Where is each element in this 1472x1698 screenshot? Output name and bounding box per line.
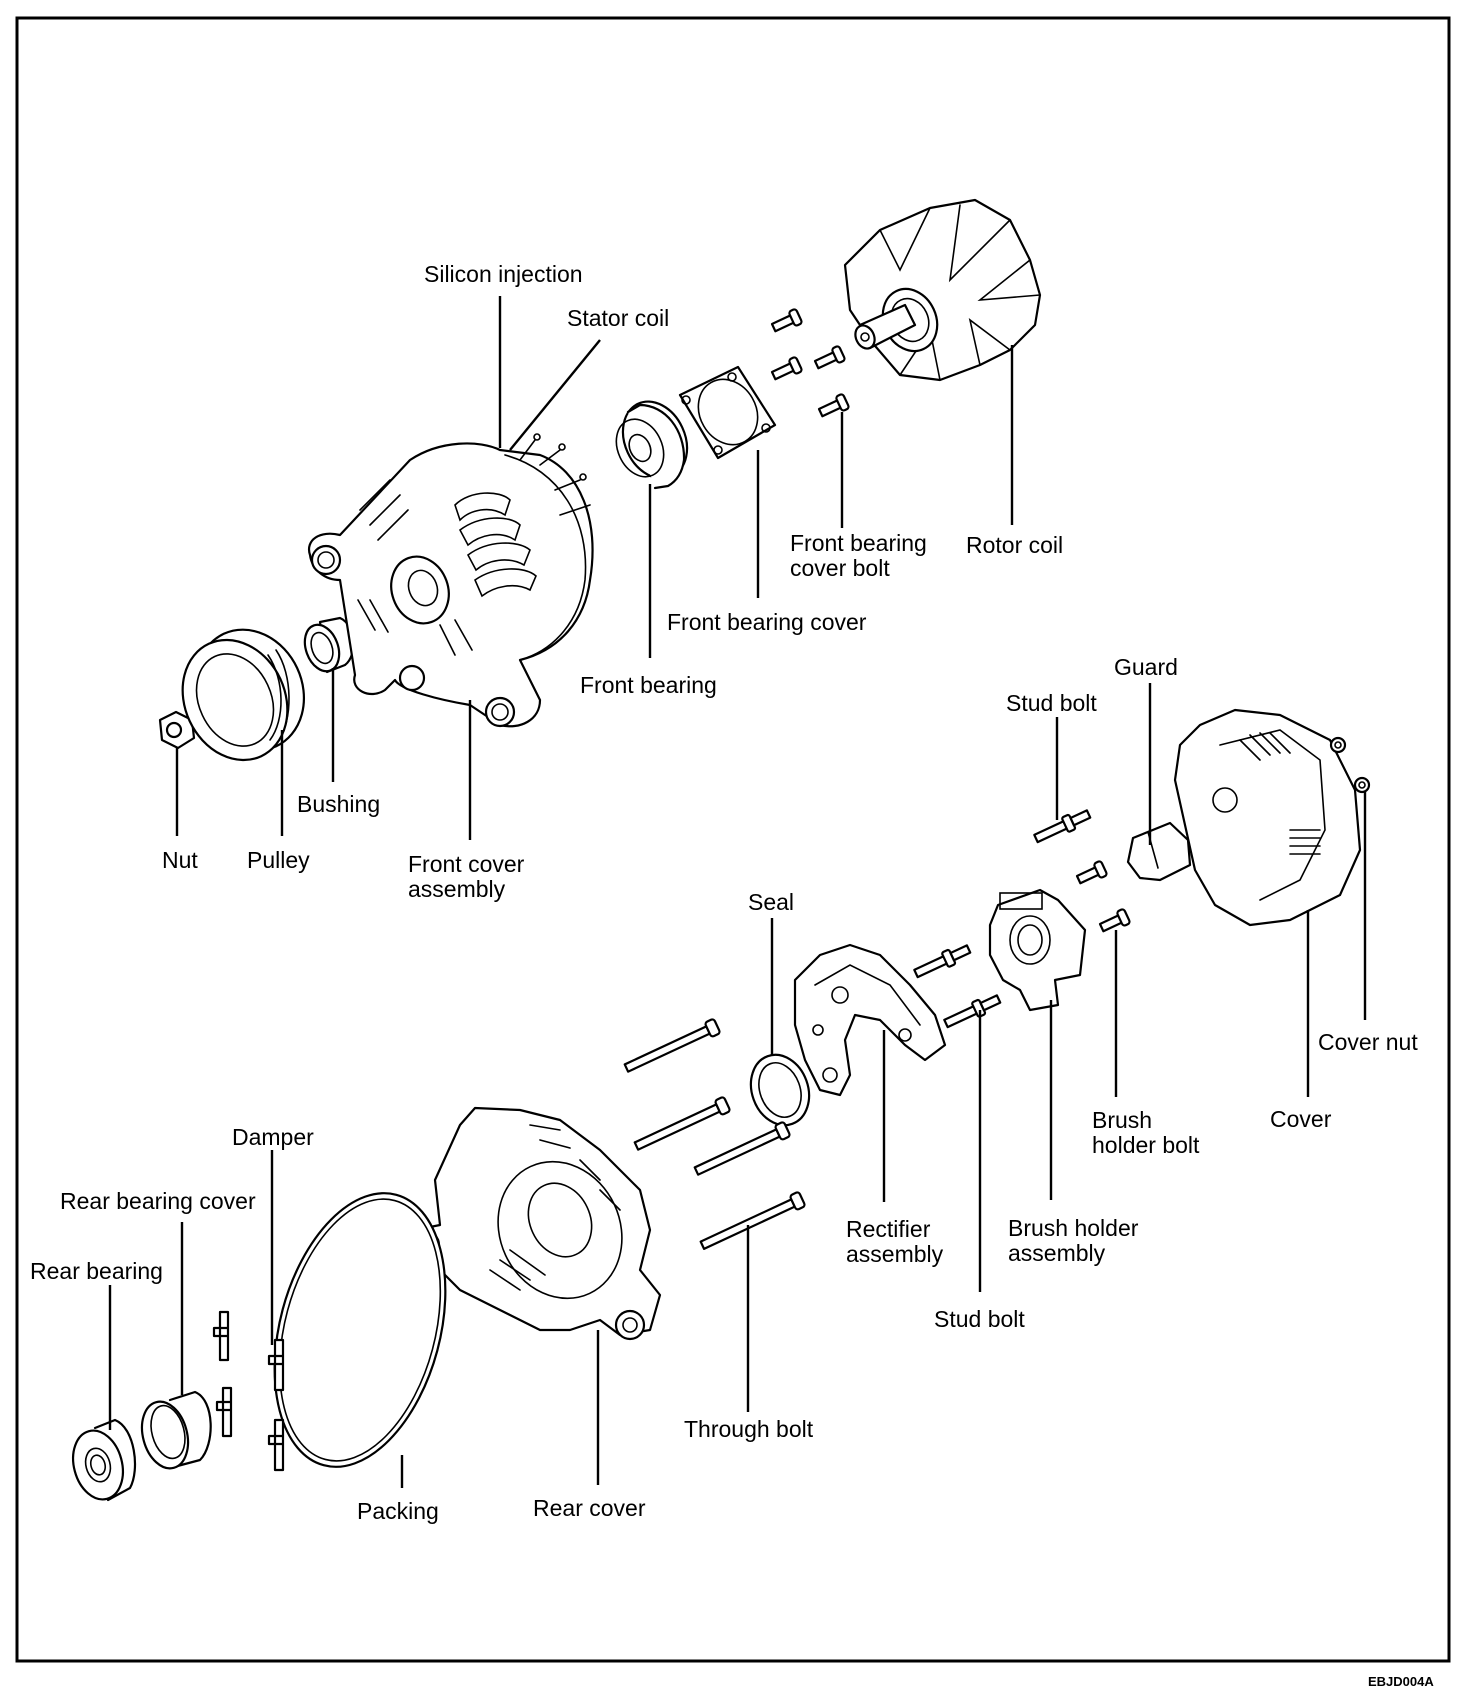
brush-holder-assembly-part xyxy=(988,888,1087,1012)
label-rear-bearing-cover: Rear bearing cover xyxy=(60,1188,256,1214)
diagram-frame xyxy=(15,16,1451,1663)
label-bushing: Bushing xyxy=(297,791,380,817)
rear-bearing-part xyxy=(72,1418,137,1502)
label-front-cover-assembly-line2: assembly xyxy=(408,876,506,902)
front-bearing-part xyxy=(615,400,689,490)
pulley-part xyxy=(181,628,306,762)
label-through-bolt: Through bolt xyxy=(684,1416,814,1442)
front-cover-assembly-part xyxy=(307,433,594,728)
packing-part xyxy=(273,1192,447,1468)
label-front-bearing-cover: Front bearing cover xyxy=(667,609,867,635)
front-bearing-cover-bolts xyxy=(770,308,850,418)
label-rectifier-assembly-line1: Rectifier xyxy=(846,1216,931,1242)
label-front-bearing: Front bearing xyxy=(580,672,717,698)
label-stator-coil: Stator coil xyxy=(567,305,669,331)
label-brush-holder-assembly-line2: assembly xyxy=(1008,1240,1106,1266)
through-bolts xyxy=(623,1018,806,1250)
label-stud-bolt-bottom: Stud bolt xyxy=(934,1306,1025,1332)
rectifier-assembly-part xyxy=(793,943,947,1097)
label-rear-bearing: Rear bearing xyxy=(30,1258,163,1284)
figure-code: EBJD004A xyxy=(1368,1674,1434,1689)
stud-bolts-middle xyxy=(913,944,1002,1029)
nut-part xyxy=(158,710,196,750)
label-nut: Nut xyxy=(162,847,198,873)
label-guard: Guard xyxy=(1114,654,1178,680)
label-front-cover-assembly-line1: Front cover xyxy=(408,851,525,877)
brush-holder-bolts xyxy=(1075,860,1131,933)
label-stud-bolt-top: Stud bolt xyxy=(1006,690,1097,716)
dampers xyxy=(212,1310,285,1472)
label-pulley: Pulley xyxy=(247,847,310,873)
leader-stator-coil xyxy=(509,339,601,451)
cover-nuts xyxy=(1329,736,1371,794)
label-rectifier-assembly-line2: assembly xyxy=(846,1241,944,1267)
seal-part xyxy=(749,1053,811,1127)
rear-bearing-cover-part xyxy=(140,1390,212,1470)
label-front-bearing-cover-bolt-line2: cover bolt xyxy=(790,555,890,581)
label-damper: Damper xyxy=(232,1124,314,1150)
label-rotor-coil: Rotor coil xyxy=(966,532,1063,558)
label-cover-nut: Cover nut xyxy=(1318,1029,1418,1055)
label-seal: Seal xyxy=(748,889,794,915)
label-packing: Packing xyxy=(357,1498,439,1524)
label-cover: Cover xyxy=(1270,1106,1332,1132)
rotor-coil-part xyxy=(843,198,1042,382)
cover-part xyxy=(1173,708,1362,927)
label-front-bearing-cover-bolt-line1: Front bearing xyxy=(790,530,927,556)
label-brush-holder-bolt-line1: Brush xyxy=(1092,1107,1152,1133)
stud-bolt-upper xyxy=(1033,809,1092,844)
bushing-part xyxy=(303,616,355,674)
label-brush-holder-assembly-line1: Brush holder xyxy=(1008,1215,1139,1241)
guard-part xyxy=(1126,821,1192,882)
front-bearing-cover-part xyxy=(678,365,777,460)
label-silicon-injection: Silicon injection xyxy=(424,261,583,287)
label-brush-holder-bolt-line2: holder bolt xyxy=(1092,1132,1200,1158)
label-rear-cover: Rear cover xyxy=(533,1495,646,1521)
